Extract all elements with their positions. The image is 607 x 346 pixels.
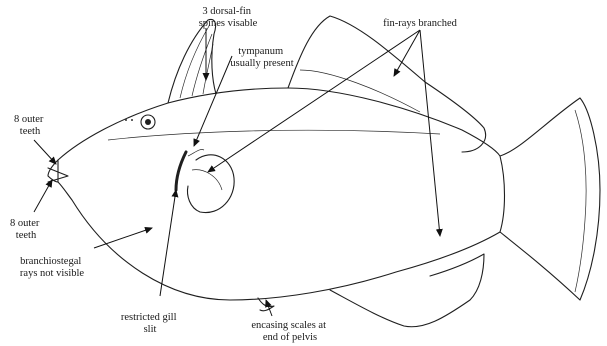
label-dorsal-spines: 3 dorsal-fin spines visable [199,6,258,29]
label-gill-slit: restricted gill slit [121,312,179,335]
anal-fin [330,254,484,327]
eye [141,115,155,129]
label-outer-teeth-lower: 8 outer teeth [10,218,42,241]
label-encasing-scales: encasing scales at end of pelvis [251,320,328,343]
tail-fin [500,98,600,300]
label-outer-teeth-upper: 8 outer teeth [14,114,46,137]
label-fin-rays: fin-rays branched [383,18,458,29]
fish-illustration [48,16,600,327]
annotation-leaders [34,28,440,316]
label-branchiostegal: branchiostegal rays not visible [20,256,84,279]
label-tympanum: tympanum usually present [230,46,293,69]
fish-body [58,88,505,300]
first-dorsal-spines [168,20,216,103]
pelvic-scales [258,298,274,311]
pectoral-fin [188,155,235,213]
gill-slit [176,152,186,190]
